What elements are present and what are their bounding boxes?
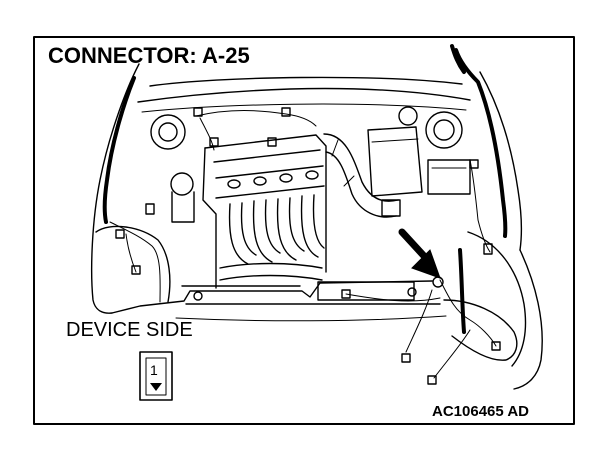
air-cleaner-box <box>367 126 423 197</box>
harness-right-side <box>469 159 491 253</box>
device-side-connector <box>139 351 173 401</box>
valve-cover-edge-1 <box>213 149 321 163</box>
right-lamp-outline <box>443 299 518 361</box>
brake-reservoir <box>398 106 418 126</box>
air-intake <box>323 126 471 218</box>
harness-lower-right-2 <box>405 289 433 353</box>
connector-clip <box>281 107 291 117</box>
connector-pin-number: 1 <box>150 362 158 378</box>
intake-runner-1 <box>228 202 257 265</box>
spark-plug-3 <box>279 173 293 183</box>
coolant-reservoir-body <box>171 191 195 223</box>
intake-hose-rib-2 <box>343 175 355 187</box>
harness-top-right <box>450 44 466 74</box>
harness-left-branch <box>125 233 137 273</box>
figure-border <box>33 36 575 425</box>
valve-cover-edge-3 <box>215 185 325 199</box>
right-body-harness <box>454 48 508 238</box>
intake-runner-2 <box>252 199 281 263</box>
intake-hose-upper <box>323 133 399 202</box>
air-cleaner-lid <box>371 138 419 143</box>
connector-clip <box>341 289 351 299</box>
hood-hinge-line <box>149 76 463 87</box>
intake-runner-4 <box>300 194 325 258</box>
engine <box>170 134 327 289</box>
connector-clip <box>427 375 437 385</box>
engine-head-outline <box>204 134 327 273</box>
harness-lower-right-3 <box>433 329 471 379</box>
bolt-left <box>193 291 203 301</box>
lower-coolant-pipe <box>219 262 323 281</box>
cowl-line <box>137 87 471 103</box>
harness-top <box>195 110 317 127</box>
intake-hose-lower <box>325 151 397 218</box>
connector-clip <box>131 265 141 275</box>
locator-arrow-head <box>411 249 441 279</box>
bolt-right <box>407 287 417 297</box>
intake-clamp <box>381 199 401 217</box>
connector-face-outer <box>139 351 173 401</box>
connector-title: CONNECTOR: A-25 <box>48 43 250 68</box>
left-strut-mount <box>158 122 178 142</box>
wiring-harness <box>109 44 501 385</box>
spark-plug-1 <box>227 179 241 189</box>
intake-hose-rib-1 <box>331 139 339 157</box>
front-bumper-line <box>175 315 447 322</box>
right-fender-outline <box>479 71 523 251</box>
locator-arrow-shaft <box>398 228 428 260</box>
connector-clip <box>483 243 493 255</box>
connector-lock-triangle-icon <box>150 383 162 391</box>
harness-front <box>345 293 441 302</box>
harness-left-side <box>109 221 161 303</box>
left-strut-tower <box>150 114 186 150</box>
device-side-label: DEVICE SIDE <box>66 319 193 341</box>
intake-runner-3 <box>276 197 305 261</box>
connector-face-inner <box>145 357 167 396</box>
connector-clip <box>491 341 501 351</box>
engine-front-face <box>202 147 217 289</box>
vehicle-body <box>90 48 543 390</box>
left-wheel-well <box>95 225 171 303</box>
connector-clip <box>115 229 125 239</box>
right-bumper-outline <box>513 249 543 390</box>
radiator-cap-bracket <box>317 281 415 301</box>
connector-clip <box>193 107 203 117</box>
harness-left-drop <box>199 117 215 151</box>
connector-clip <box>209 137 219 147</box>
connector-clip <box>401 353 411 363</box>
spark-plug-2 <box>253 176 267 186</box>
strut-towers <box>150 106 463 150</box>
figure-code: AC106465 AD <box>432 403 529 420</box>
locator-arrow-icon <box>398 228 441 279</box>
harness-right-drop <box>458 248 466 334</box>
fuse-box <box>427 159 471 195</box>
connector-clip <box>267 137 277 147</box>
left-fender-outline <box>90 63 140 314</box>
connector-clip <box>469 159 479 169</box>
valve-cover-edge-2 <box>215 165 324 179</box>
left-body-harness <box>102 76 136 224</box>
right-strut-tower <box>425 111 463 149</box>
cowl-inner-line <box>141 103 467 113</box>
harness-lower-right-1 <box>439 279 497 347</box>
coolant-reservoir <box>170 172 194 196</box>
right-strut-mount <box>433 119 455 141</box>
spark-plug-4 <box>305 170 319 180</box>
connector-clip <box>145 203 155 215</box>
